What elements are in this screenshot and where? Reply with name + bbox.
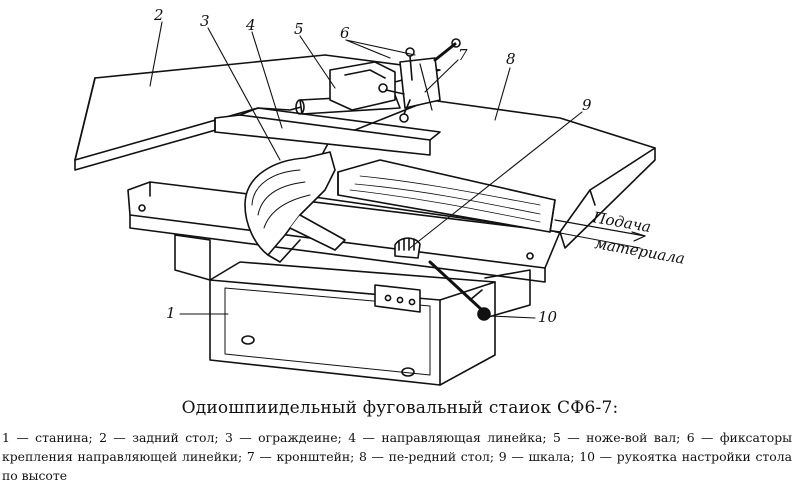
- bracket: [399, 38, 461, 111]
- height-scale: [394, 237, 421, 259]
- callout-10: 10: [538, 308, 558, 326]
- callout-3: 3: [200, 12, 210, 30]
- control-panel: [374, 284, 421, 313]
- blade-guard: [244, 151, 346, 263]
- feed-label-line2: материала: [593, 234, 686, 268]
- figure-caption-legend: 1 — станина; 2 — задний стол; 3 — огражд…: [2, 430, 792, 483]
- guide-fence: [214, 107, 441, 156]
- callout-2: 2: [153, 6, 164, 24]
- callout-6: 6: [340, 24, 350, 42]
- callout-8: 8: [506, 50, 516, 68]
- figure-caption-title: Одиошпиидельный фуговальный стаиок СФ6-7…: [181, 398, 619, 418]
- callout-leaders: [149, 21, 646, 319]
- callout-7: 7: [458, 46, 468, 64]
- callout-1: 1: [166, 304, 176, 322]
- bed-plate: [127, 181, 561, 283]
- callout-5: 5: [294, 20, 304, 38]
- cutter-shaft: [295, 61, 401, 115]
- jointer-machine-drawing: 2 3 4 5 6 7 8 9 1 10 Подача материала: [74, 6, 686, 386]
- workpiece-board: [337, 159, 556, 233]
- table-adjustment-handle: [428, 260, 491, 321]
- fence-fixing-knobs: [378, 47, 415, 123]
- callout-9: 9: [582, 96, 592, 114]
- callout-4: 4: [245, 16, 256, 34]
